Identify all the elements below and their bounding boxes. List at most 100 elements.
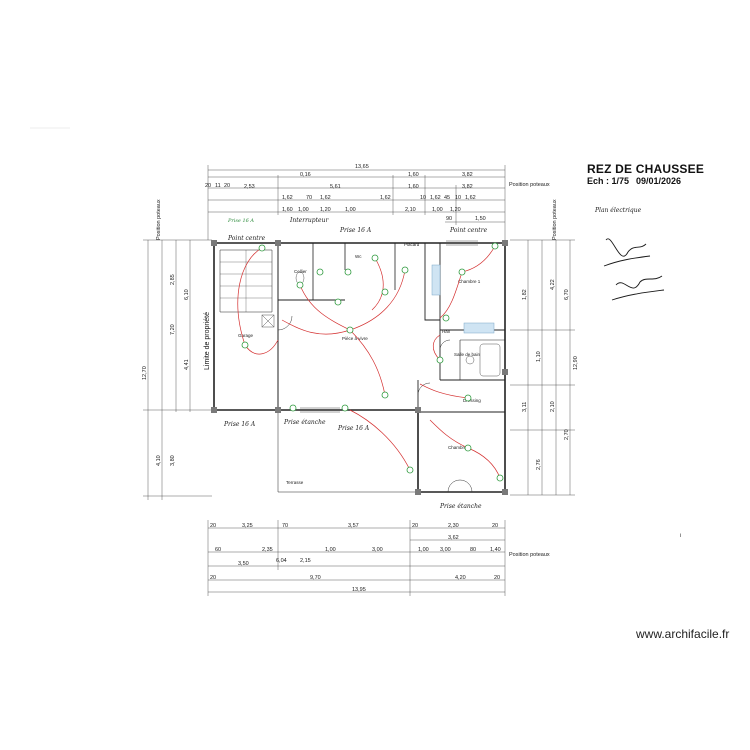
dim-top-r3-4: 10 bbox=[420, 195, 426, 201]
right-dimensions bbox=[510, 239, 575, 496]
left-dimensions bbox=[143, 239, 212, 500]
dim-top-r4-4: 2,10 bbox=[405, 207, 416, 213]
dim-top-total: 13,65 bbox=[355, 164, 369, 170]
signatures bbox=[603, 238, 665, 301]
room-cellier: Cellier bbox=[294, 269, 307, 274]
dim-bot-r3-3: 3,00 bbox=[372, 547, 383, 553]
dim-bot-r1-5: 2,30 bbox=[448, 523, 459, 529]
dim-top-r3-5: 1,62 bbox=[430, 195, 441, 201]
room-placard: Placard bbox=[404, 242, 420, 247]
room-dressing: Dressing bbox=[463, 398, 481, 403]
note-bottom-left: Prise 16 A bbox=[223, 421, 256, 428]
dim-top-r3-7: 10 bbox=[455, 195, 461, 201]
note-bottom-right: Prise étanche bbox=[439, 503, 482, 510]
dim-right-inner-3: 3,11 bbox=[522, 402, 528, 412]
dim-bot-r1-4: 20 bbox=[412, 523, 418, 529]
dim-top-r1-1: 1,60 bbox=[408, 172, 419, 178]
dim-bot-r4-2: 2,15 bbox=[300, 558, 311, 564]
dim-right-outer: 12,90 bbox=[573, 356, 579, 370]
note-top-mid-2: Prise 16 A bbox=[339, 227, 372, 234]
dim-bot-r3-6: 80 bbox=[470, 547, 476, 553]
dim-position-bottom: Position poteaux bbox=[509, 552, 550, 558]
dim-position-top: Position poteaux bbox=[509, 182, 550, 188]
dim-right-inner-6: 2,10 bbox=[550, 401, 556, 412]
dim-bot-r3-7: 1,40 bbox=[490, 547, 501, 553]
dim-right-inner-7: 2,70 bbox=[564, 429, 570, 440]
room-piece-a-vivre: Pièce à vivre bbox=[342, 336, 368, 341]
dim-bot-total: 13,95 bbox=[352, 587, 366, 593]
dim-position-left: Position poteaux bbox=[156, 199, 162, 240]
watermark-text[interactable]: www.archifacile.fr bbox=[636, 627, 730, 641]
dim-top-r3-3: 1,62 bbox=[380, 195, 391, 201]
dim-left-mid-4: 4,10 bbox=[156, 455, 162, 466]
note-top-mid: Interrupteur bbox=[289, 217, 329, 224]
note-bottom-mid-2: Prise 16 A bbox=[337, 425, 370, 432]
dim-position-right: Position poteaux bbox=[552, 199, 558, 240]
dim-bot-r1-1: 3,25 bbox=[242, 523, 253, 529]
dim-bot-r4-1: 6,04 bbox=[276, 558, 287, 564]
dim-right-inner-5: 1,10 bbox=[536, 351, 542, 362]
dim-bot-r1-2: 70 bbox=[282, 523, 288, 529]
note-top-right: Point centre bbox=[449, 227, 488, 234]
room-chambre-2: Chambre 2 bbox=[448, 445, 471, 450]
dim-top-r1-2: 3,82 bbox=[462, 172, 473, 178]
plan-title: REZ DE CHAUSSEE bbox=[587, 162, 705, 176]
dim-top-r3-1: 70 bbox=[306, 195, 312, 201]
dim-bot-r3-5: 3,00 bbox=[440, 547, 451, 553]
dim-left-mid-1: 7,20 bbox=[170, 324, 176, 335]
dim-top-r4-1: 1,00 bbox=[298, 207, 309, 213]
dim-right-inner-4: 2,76 bbox=[536, 459, 542, 470]
dim-top-r2-3: 2,53 bbox=[244, 184, 255, 190]
dim-bot-r5-1: 9,70 bbox=[310, 575, 321, 581]
dim-bot-r2-0: 3,62 bbox=[448, 535, 459, 541]
dim-top-r2-1: 11 bbox=[215, 183, 221, 189]
dim-left-mid-0: 2,85 bbox=[170, 274, 176, 285]
note-bottom-mid: Prise étanche bbox=[283, 419, 326, 426]
dim-bot-r3-4: 1,00 bbox=[418, 547, 429, 553]
bathroom-fixtures bbox=[261, 264, 501, 377]
dim-bot-r1-3: 3,57 bbox=[348, 523, 359, 529]
dim-bot-r3-0: 60 bbox=[215, 547, 221, 553]
dim-top-r4-0: 1,60 bbox=[282, 207, 293, 213]
dim-bot-r5-2: 4,20 bbox=[455, 575, 466, 581]
dim-bot-r5-3: 20 bbox=[494, 575, 500, 581]
dim-bot-r1-6: 20 bbox=[492, 523, 498, 529]
dim-right-inner-0: 6,70 bbox=[564, 289, 570, 300]
electrical-points bbox=[241, 242, 504, 482]
plan-scale: Ech : 1/75 bbox=[587, 176, 630, 186]
bottom-dimensions bbox=[207, 520, 506, 596]
dim-left-mid-3: 6,10 bbox=[184, 289, 190, 300]
dim-top-r2-6: 3,82 bbox=[462, 184, 473, 190]
note-top-left-2: Point centre bbox=[227, 235, 266, 242]
dim-left-outer: 12,70 bbox=[142, 366, 148, 380]
plan-date: 09/01/2026 bbox=[636, 176, 682, 186]
note-top-left: Prise 16 A bbox=[227, 218, 254, 224]
dim-top-r2-4: 5,61 bbox=[330, 184, 341, 190]
dim-top-r4-2: 1,20 bbox=[320, 207, 331, 213]
room-terrasse: Terrasse bbox=[286, 480, 304, 485]
dim-bot-r5-0: 20 bbox=[210, 575, 216, 581]
dim-top-small-0: 90 bbox=[446, 216, 452, 222]
stray-mark: i bbox=[680, 533, 681, 539]
dim-bot-r3-2: 1,00 bbox=[325, 547, 336, 553]
dim-bot-r3-1: 2,35 bbox=[262, 547, 273, 553]
dim-bot-r4-0: 3,50 bbox=[238, 561, 249, 567]
dim-top-r2-5: 1,60 bbox=[408, 184, 419, 190]
property-limit-label: Limite de propriété bbox=[204, 312, 211, 370]
note-header-hand: Plan électrique bbox=[594, 207, 642, 214]
door-swings bbox=[277, 315, 473, 493]
dim-bot-r1-0: 20 bbox=[210, 523, 216, 529]
room-wc: Wc bbox=[355, 254, 362, 259]
dim-left-mid-5: 3,80 bbox=[170, 455, 176, 466]
dim-top-small-1: 1,50 bbox=[475, 216, 486, 222]
dim-top-r3-8: 1,62 bbox=[465, 195, 476, 201]
room-garage: Garage bbox=[238, 333, 254, 338]
dim-top-r3-2: 1,62 bbox=[320, 195, 331, 201]
dim-top-r4-5: 1,00 bbox=[432, 207, 443, 213]
room-chambre-1: Chambre 1 bbox=[458, 279, 481, 284]
dim-top-r3-0: 1,62 bbox=[282, 195, 293, 201]
dim-left-mid-2: 4,41 bbox=[184, 359, 190, 370]
dim-top-r4-3: 1,00 bbox=[345, 207, 356, 213]
top-dimensions bbox=[207, 165, 506, 240]
dim-right-inner-1: 1,82 bbox=[522, 289, 528, 300]
